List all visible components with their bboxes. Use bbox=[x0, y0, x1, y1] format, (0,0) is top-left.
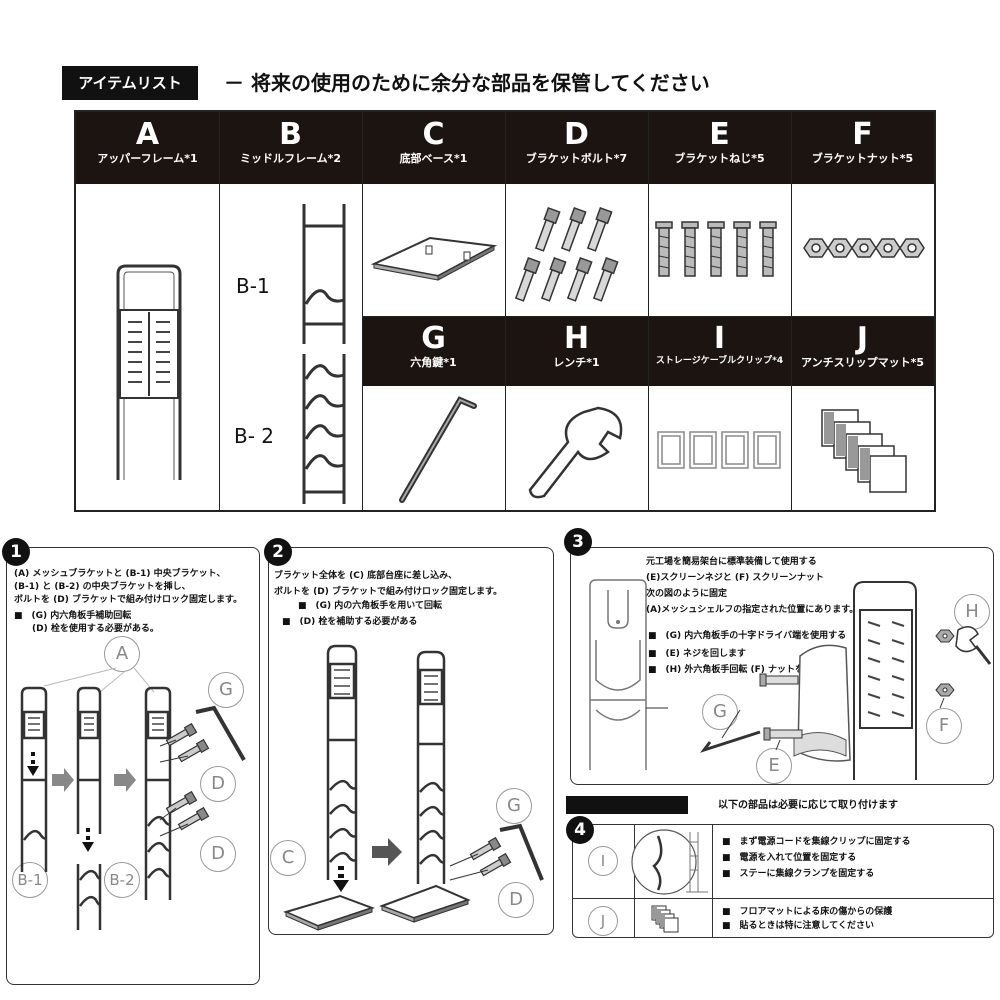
step-1-label-b1: B-1 bbox=[12, 862, 48, 898]
step-3-line-5: ■ (G) 内六角板手の十字ドライバ端を使用する bbox=[648, 631, 847, 641]
step-2-label-g: G bbox=[496, 788, 532, 824]
step-4-row1-line-3: ■ ステーに集線クランプを固定する bbox=[722, 869, 875, 879]
step-1-line-2: (B-1) と (B-2) の中央ブラケットを挿し、 bbox=[14, 582, 191, 592]
part-d-letter: D bbox=[564, 117, 589, 152]
bracket-screws-drawing bbox=[655, 221, 777, 277]
part-h-letter: H bbox=[563, 321, 590, 356]
bracket-nuts-drawing bbox=[803, 238, 925, 258]
part-h-name: レンチ*1 bbox=[553, 356, 600, 369]
part-e-letter: E bbox=[709, 117, 730, 152]
step-2-label-c: C bbox=[270, 840, 306, 876]
part-i-name: ストレージケーブルクリップ*4 bbox=[655, 356, 784, 366]
parts-table: A アッパーフレーム*1 B ミッドルフレーム*2 C 底部ベース*1 D ブラ… bbox=[74, 110, 936, 512]
step-3-line-7: ■ (H) 外六角板手回転 (F) ナットを使用する bbox=[648, 665, 841, 675]
item-list-title: － 将来の使用のために余分な部品を保管してください bbox=[224, 71, 710, 95]
part-b-header: B ミッドルフレーム*2 bbox=[219, 112, 362, 184]
step-3-label-g: G bbox=[702, 694, 738, 730]
part-c-header: C 底部ベース*1 bbox=[362, 112, 505, 184]
part-g-header: G 六角鍵*1 bbox=[362, 316, 505, 386]
step-1-line-1: (A) メッシュブラケットと (B-1) 中央ブラケット、 bbox=[14, 569, 226, 579]
step-1-label-a: A bbox=[104, 636, 140, 672]
part-b-name: ミッドルフレーム*2 bbox=[239, 152, 342, 165]
step-4-row2-line-2: ■ 貼るときは特に注意してください bbox=[722, 921, 874, 931]
step-2-line-3: ■ (G) 内の六角板手を用いて回転 bbox=[298, 601, 442, 611]
step-1-line-5: (D) 栓を使用する必要がある。 bbox=[14, 624, 159, 634]
step-4-row2-line-1: ■ フロアマットによる床の傷からの保護 bbox=[722, 907, 893, 917]
step-2-line-2: ボルトを (D) ブラケットで組み付けロック固定します。 bbox=[274, 587, 503, 597]
step-3-label-e: E bbox=[756, 748, 792, 784]
part-a-letter: A bbox=[135, 117, 160, 152]
upper-frame-drawing bbox=[116, 264, 182, 480]
part-i-header: I ストレージケーブルクリップ*4 bbox=[648, 316, 791, 386]
step-2-line-1: ブラケット全体を (C) 底部台座に差し込み、 bbox=[274, 571, 458, 581]
cable-clips-drawing bbox=[657, 431, 781, 469]
base-plate-drawing bbox=[370, 236, 498, 281]
step-3-label-f: F bbox=[926, 708, 962, 744]
step-4-label-j: J bbox=[588, 906, 618, 936]
part-f-name: ブラケットナット*5 bbox=[811, 152, 914, 165]
step-1-label-d1: D bbox=[200, 766, 236, 802]
hex-key-drawing bbox=[399, 396, 477, 503]
part-g-name: 六角鍵*1 bbox=[410, 356, 457, 369]
step-1-label-g: G bbox=[208, 672, 244, 708]
part-d-header: D ブラケットボルト*7 bbox=[505, 112, 648, 184]
step-2-number: 2 bbox=[264, 538, 292, 566]
step-1-label-b2: B-2 bbox=[104, 862, 140, 898]
part-f-letter: F bbox=[852, 117, 873, 152]
step-3-line-3: 次の図のように固定 bbox=[646, 589, 728, 599]
part-c-letter: C bbox=[422, 117, 445, 152]
step-1-number: 1 bbox=[2, 538, 30, 566]
step-3-line-2: (E)スクリーンネジと (F) スクリーンナット bbox=[646, 573, 824, 583]
step-3-line-1: 元工場を簡易架台に標準装備して使用する bbox=[646, 557, 817, 567]
b1-label: B-1 bbox=[236, 274, 270, 298]
part-a-header: A アッパーフレーム*1 bbox=[76, 112, 219, 184]
step-1-line-4: ■ (G) 内六角板手補助回転 bbox=[14, 611, 132, 621]
item-list-badge: アイテムリスト bbox=[62, 66, 198, 100]
step-3-line-4: (A)メッシュシェルフの指定された位置にあります。 bbox=[646, 605, 859, 615]
b2-label: B- 2 bbox=[234, 424, 275, 448]
part-h-header: H レンチ*1 bbox=[505, 316, 648, 386]
part-b-letter: B bbox=[279, 117, 302, 152]
part-c-name: 底部ベース*1 bbox=[399, 152, 468, 165]
step-3-label-h: H bbox=[954, 594, 990, 630]
wrench-drawing bbox=[528, 406, 623, 499]
anti-slip-mats-drawing bbox=[821, 409, 907, 493]
step-4-row1-line-1: ■ まず電源コードを集線クリップに固定する bbox=[722, 837, 911, 847]
step-4-row1-line-2: ■ 電源を入れて位置を固定する bbox=[722, 853, 857, 863]
middle-frame-drawing bbox=[302, 204, 346, 504]
optional-parts-bar bbox=[566, 796, 688, 814]
step-4-label-i: I bbox=[588, 846, 618, 876]
part-j-header: J アンチスリップマット*5 bbox=[791, 316, 934, 386]
step-3-number: 3 bbox=[564, 528, 592, 556]
part-i-letter: I bbox=[713, 321, 726, 356]
part-j-name: アンチスリップマット*5 bbox=[801, 356, 924, 369]
part-f-header: F ブラケットナット*5 bbox=[791, 112, 934, 184]
part-a-name: アッパーフレーム*1 bbox=[97, 152, 198, 165]
step-2-line-4: ■ (D) 栓を補助する必要がある bbox=[282, 617, 418, 627]
optional-parts-note: 以下の部品は必要に応じて取り付けます bbox=[718, 800, 898, 811]
step-3-line-6: ■ (E) ネジを回します bbox=[648, 649, 747, 659]
part-j-letter: J bbox=[856, 321, 869, 356]
step-1-label-d2: D bbox=[200, 836, 236, 872]
part-e-name: ブラケットねじ*5 bbox=[674, 152, 765, 165]
bracket-bolts-drawing bbox=[514, 206, 619, 302]
part-e-header: E ブラケットねじ*5 bbox=[648, 112, 791, 184]
step-2-label-d: D bbox=[498, 882, 534, 918]
part-d-name: ブラケットボルト*7 bbox=[525, 152, 628, 165]
step-4-number: 4 bbox=[566, 816, 594, 844]
part-g-letter: G bbox=[421, 321, 446, 356]
step-1-line-3: ボルトを (D) ブラケットで組み付けロック固定します。 bbox=[14, 595, 243, 605]
step-2-panel bbox=[268, 547, 554, 935]
